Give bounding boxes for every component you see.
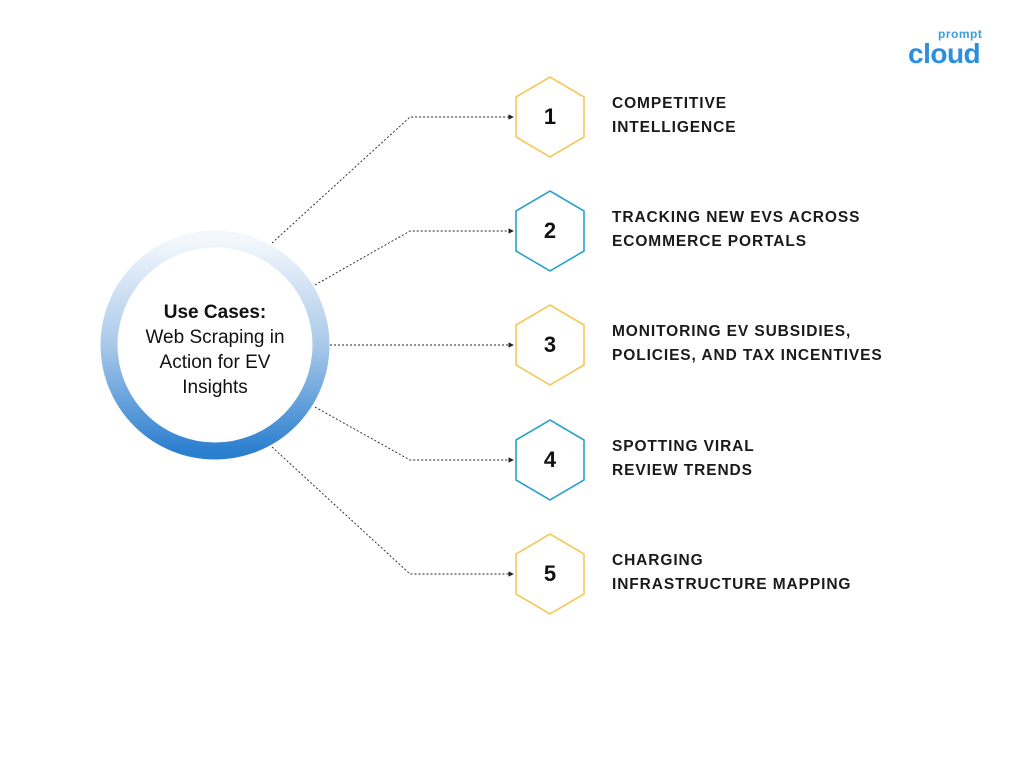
use-case-label: TRACKING NEW EVS ACROSS ECOMMERCE PORTAL… <box>612 209 861 250</box>
hexagon-3 <box>515 304 585 386</box>
hexagons <box>515 76 585 615</box>
hexagon-1 <box>515 76 585 158</box>
hexagon-2 <box>515 190 585 272</box>
hexagon-number: 3 <box>543 332 557 357</box>
hexagon-5 <box>515 533 585 615</box>
hexagon-number: 2 <box>543 218 557 243</box>
promptcloud-logo: prompt cloud <box>908 28 992 70</box>
logo-prompt: prompt <box>938 27 983 41</box>
connectors <box>271 114 514 577</box>
use-case-label: COMPETITIVE INTELLIGENCE <box>612 95 737 136</box>
connector-line <box>314 406 514 463</box>
use-case-label: MONITORING EV SUBSIDIES, POLICIES, AND T… <box>612 323 883 364</box>
use-case-label: SPOTTING VIRAL REVIEW TRENDS <box>612 438 755 479</box>
center-ring <box>100 230 330 460</box>
logo-cloud: cloud <box>908 38 981 69</box>
center-circle-text: Use Cases: Web Scraping in Action for EV… <box>130 300 300 400</box>
connector-line <box>314 228 514 286</box>
use-case-label: CHARGING INFRASTRUCTURE MAPPING <box>612 552 852 593</box>
connector-line <box>271 446 514 577</box>
center-title: Use Cases: <box>163 302 267 323</box>
hexagon-4 <box>515 419 585 501</box>
hexagon-number: 5 <box>543 561 557 586</box>
connector-line <box>271 114 514 244</box>
hexagon-number: 4 <box>543 447 557 472</box>
hexagon-number: 1 <box>543 104 557 129</box>
center-subtitle: Web Scraping in Action for EV Insights <box>145 327 285 398</box>
